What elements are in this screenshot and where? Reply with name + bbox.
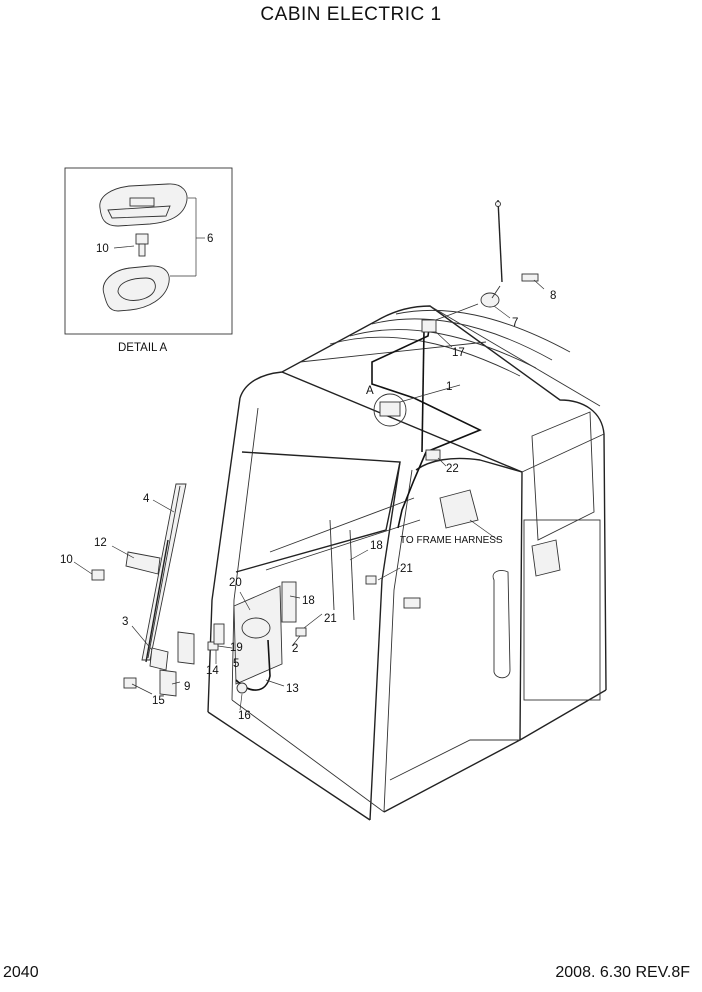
speaker-grille-right [531,539,561,577]
callout-13: 13 [286,683,299,695]
grommet-16 [236,682,248,694]
revision-date: 2008. 6.30 REV.8F [555,964,690,981]
room-lamp-lens [102,265,170,312]
callout-15: 15 [152,695,165,707]
roof-rear-edge [429,305,601,407]
callout-17: 17 [452,347,465,359]
antenna-rod [497,199,503,283]
lens-window [117,277,156,301]
callout-7: 7 [512,317,518,329]
wiper-bracket [125,551,161,575]
screw-2 [295,627,307,637]
roof-outline [239,305,607,691]
detail-a-panel: 6 10 [64,167,233,335]
callout-12: 12 [94,537,107,549]
callout-16: 16 [238,710,251,722]
bulb-glass [138,243,146,257]
clip-22 [425,449,441,461]
callout-20: 20 [229,577,242,589]
harness-note: TO FRAME HARNESS [400,535,503,546]
speaker-grille-left [439,489,479,529]
callout-21-center: 21 [324,613,337,625]
bulb-base [135,233,149,245]
clip-17 [421,319,437,333]
callout-9: 9 [184,681,190,693]
door-handrail [492,569,511,679]
wiper-arm [145,539,169,663]
callout-18-upper: 18 [370,540,383,552]
callout-10-detail: 10 [96,243,109,255]
switch-panel [213,623,225,645]
room-lamp [379,401,401,417]
callout-14: 14 [206,665,219,677]
antenna-lead [429,303,479,323]
callout-18-lower: 18 [302,595,315,607]
callout-6: 6 [207,233,213,245]
page-title: CABIN ELECTRIC 1 [260,4,442,25]
front-right-pillar [369,461,401,821]
callout-10: 10 [60,554,73,566]
view-marker-a: A [366,385,374,397]
callout-3: 3 [122,616,128,628]
rear-side-panel [523,519,601,701]
callout-5: 5 [233,658,239,670]
bolt-8 [521,273,539,282]
callout-21-right: 21 [400,563,413,575]
page-number: 2040 [3,964,39,981]
callout-1: 1 [446,381,452,393]
antenna-base [480,292,500,308]
room-lamp-switch [129,197,155,207]
callout-8: 8 [550,290,556,302]
wiper-plate [159,669,177,697]
callout-4: 4 [143,493,150,505]
rear-window [531,411,595,541]
front-window-frame [235,451,401,573]
callout-2: 2 [292,643,298,655]
wiper-assembly [91,483,195,697]
detail-a-label: DETAIL A [118,342,168,354]
roof-harness [371,321,482,529]
bolt-10 [91,569,105,581]
callout-19: 19 [230,642,243,654]
antenna-group [429,199,539,323]
harness-drop [421,329,425,453]
view-a-circle [373,393,407,427]
wiper-motor [241,617,271,639]
wiper-motor-group [207,575,377,694]
room-lamp-recess [107,205,171,219]
roof-front-edge [281,371,523,473]
side-door-frame [383,457,523,813]
room-lamp-housing [99,183,188,227]
screw-21 [365,575,377,585]
detail-a-border [64,167,233,335]
leader-lines [73,279,545,711]
floor-front-edge [207,711,371,821]
front-left-pillar [207,397,241,713]
bolt-15 [123,677,137,689]
wiper-bracket-2 [177,631,195,665]
callout-22: 22 [446,463,459,475]
relay-bracket [281,581,297,623]
